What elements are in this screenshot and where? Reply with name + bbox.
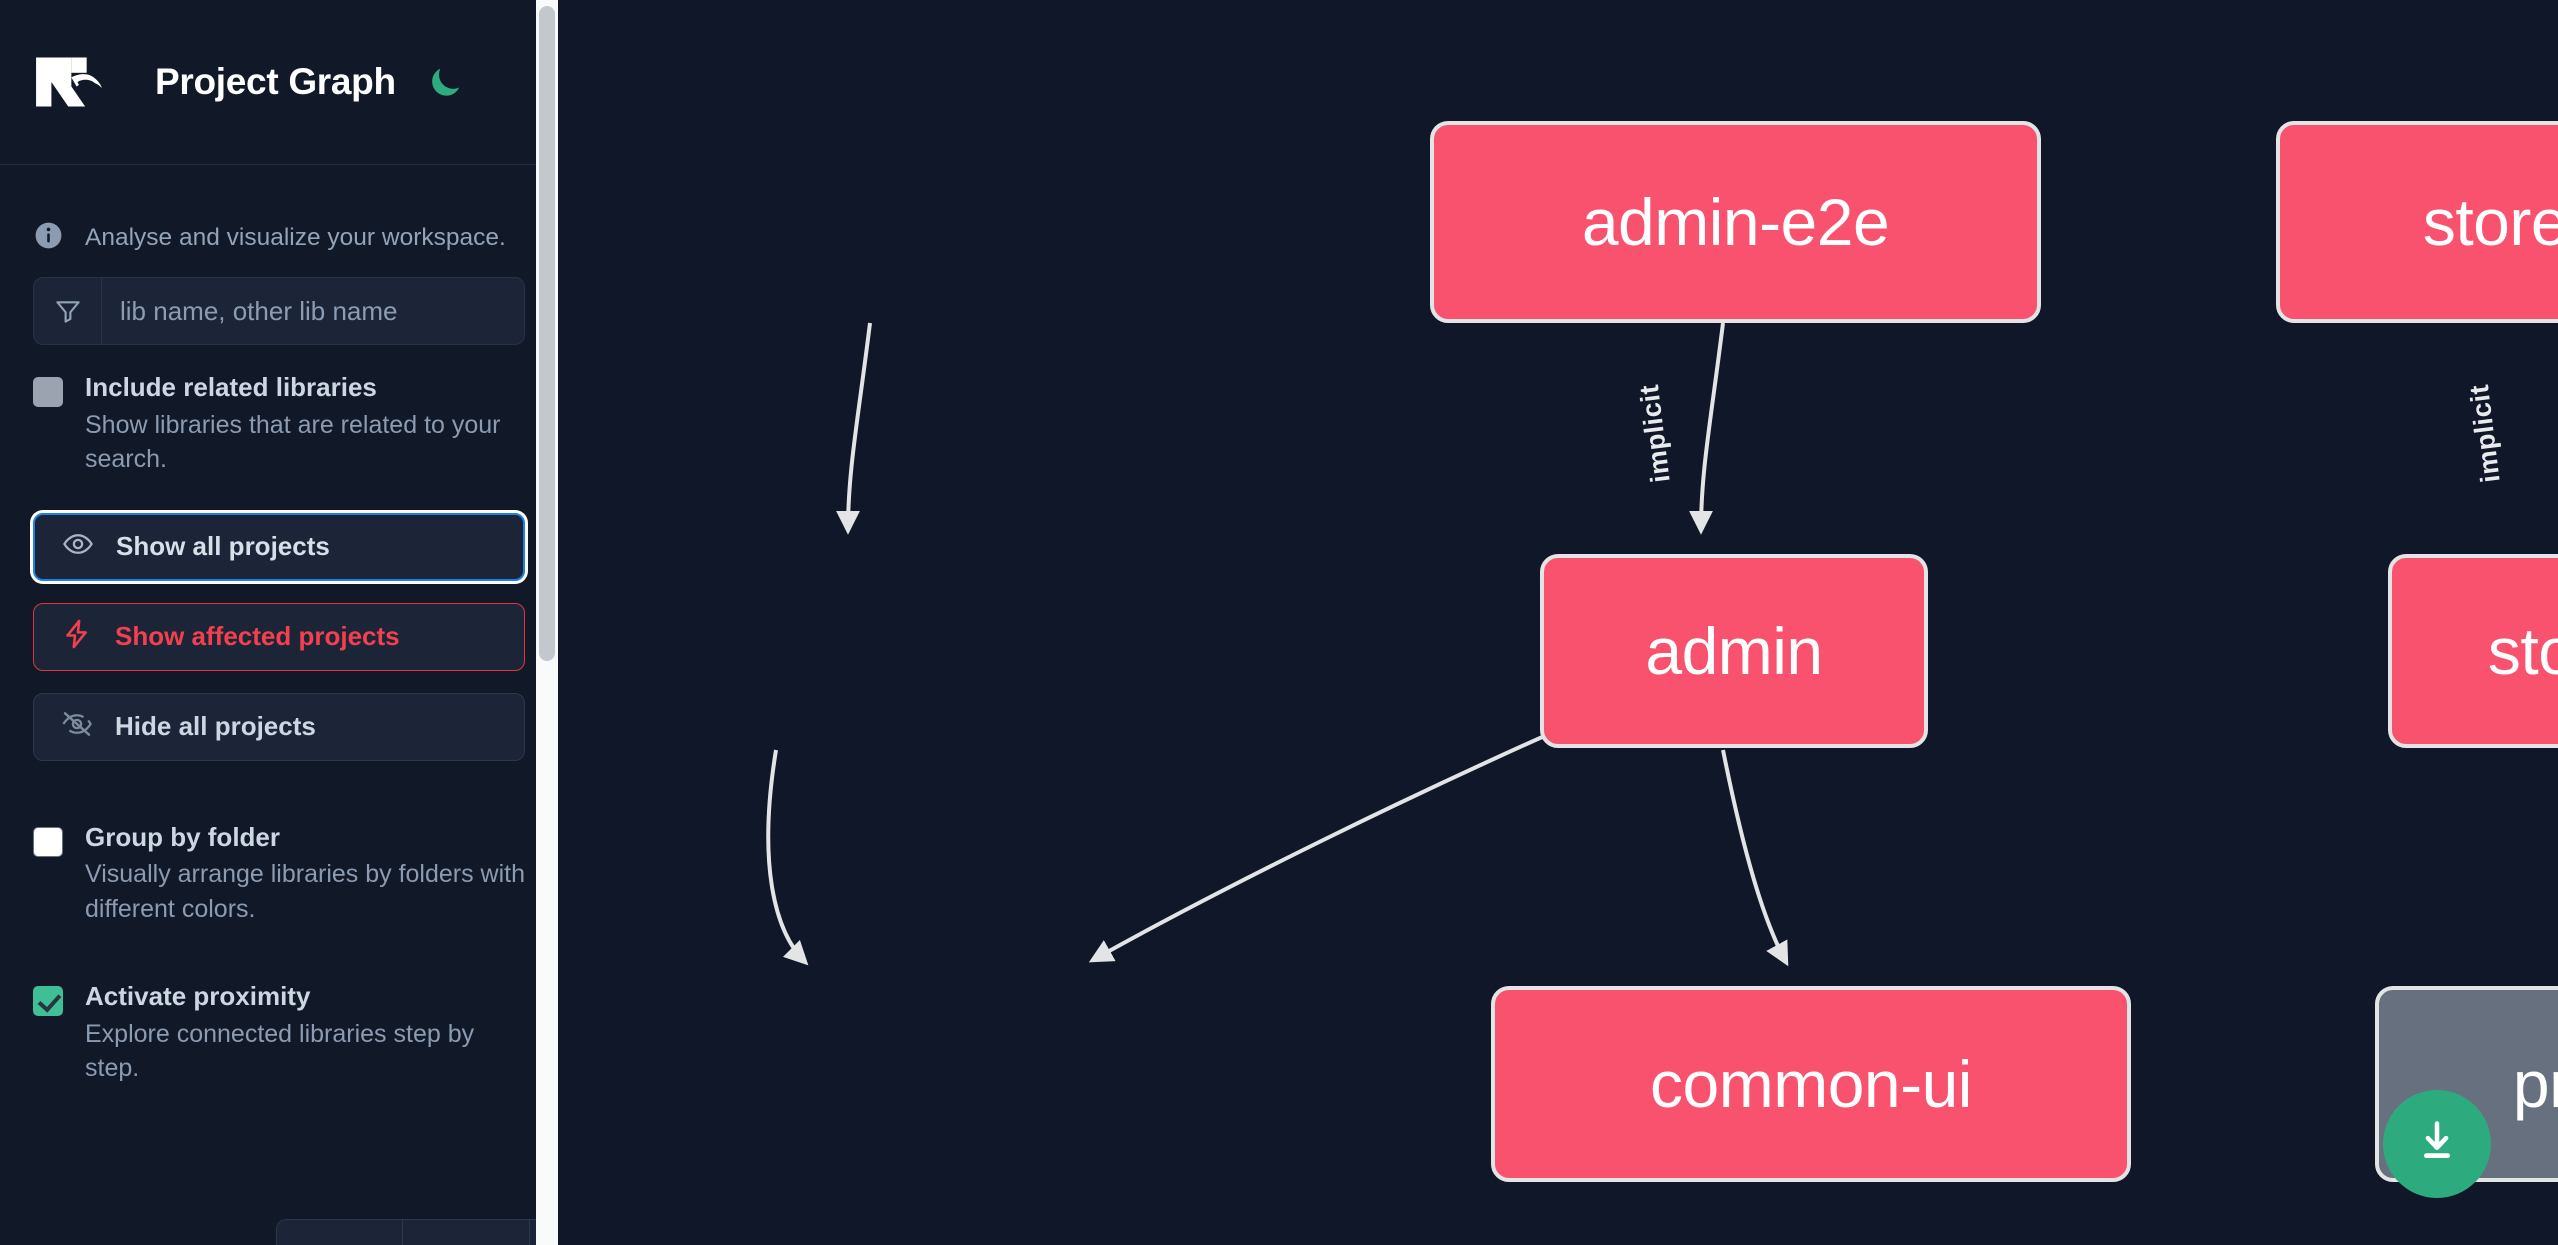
eye-icon — [62, 528, 94, 565]
proximity-decrease-button[interactable] — [277, 1220, 404, 1245]
group-by-folder-row[interactable]: Group by folder Visually arrange librari… — [33, 795, 525, 927]
edge-admin-e2e-admin — [836, 322, 872, 535]
graph-node-label: store — [2487, 614, 2558, 688]
eye-off-icon — [61, 708, 93, 745]
graph-node-store[interactable]: store — [2388, 554, 2558, 748]
include-related-label: Include related libraries — [85, 372, 377, 402]
edge-store-products — [1721, 749, 1789, 967]
group-by-folder-checkbox[interactable] — [33, 826, 63, 857]
graph-node-common-ui[interactable]: common-ui — [1491, 986, 2131, 1182]
group-by-folder-label: Group by folder — [85, 821, 280, 852]
show-all-projects-label: Show all projects — [116, 531, 330, 561]
hide-all-projects-label: Hide all projects — [115, 711, 316, 741]
filter-field[interactable] — [33, 277, 525, 345]
graph-node-label: products — [2512, 1047, 2558, 1121]
graph-node-admin[interactable]: admin — [1540, 554, 1928, 748]
sidebar-scrollbar-thumb[interactable] — [539, 6, 555, 661]
edge-store-e2e-store — [1689, 322, 1725, 535]
bolt-icon — [61, 618, 93, 655]
graph-node-label: store-e2e — [2422, 185, 2558, 259]
search-input[interactable] — [102, 278, 524, 344]
activate-proximity-row[interactable]: Activate proximity Explore connected lib… — [33, 954, 525, 1086]
activate-proximity-label: Activate proximity — [85, 981, 311, 1011]
hide-all-projects-button[interactable]: Hide all projects — [33, 692, 525, 761]
edge-admin-common-ui — [766, 749, 809, 966]
page-title: Project Graph — [155, 61, 396, 102]
graph-node-label: common-ui — [1650, 1047, 1972, 1121]
funnel-icon — [34, 278, 102, 344]
action-button-group: Show all projects Show affected projects — [33, 512, 525, 761]
sidebar-header: Project Graph — [0, 0, 558, 165]
proximity-stepper-group[interactable] — [276, 1219, 558, 1245]
proximity-value — [403, 1220, 530, 1245]
download-icon — [2411, 1116, 2463, 1173]
moon-icon[interactable] — [424, 61, 466, 103]
info-icon — [33, 220, 64, 256]
include-related-libraries-row[interactable]: Include related libraries Show libraries… — [33, 345, 525, 477]
include-related-checkbox[interactable] — [33, 377, 63, 407]
graph-node-admin-e2e[interactable]: admin-e2e — [1430, 121, 2041, 323]
show-affected-projects-button[interactable]: Show affected projects — [33, 602, 525, 671]
graph-node-label: admin-e2e — [1581, 185, 1890, 259]
include-related-description: Show libraries that are related to your … — [85, 410, 501, 474]
download-image-button[interactable] — [2383, 1090, 2491, 1198]
graph-edges — [766, 322, 1789, 967]
sidebar-scrollbar[interactable] — [536, 0, 558, 1245]
nx-logo-icon — [33, 51, 125, 113]
activate-proximity-description: Explore connected libraries step by step… — [85, 1019, 475, 1083]
edge-store-common-ui — [1088, 698, 1627, 963]
activate-proximity-checkbox[interactable] — [33, 986, 63, 1016]
show-all-projects-button[interactable]: Show all projects — [33, 512, 525, 581]
tagline-text: Analyse and visualize your workspace. — [85, 223, 506, 251]
graph-canvas[interactable]: admin-e2e store-e2e admin store common-u… — [558, 0, 2558, 1245]
sidebar-body: Analyse and visualize your workspace. In… — [0, 165, 558, 1086]
group-by-folder-description: Visually arrange libraries by folders wi… — [85, 860, 526, 923]
graph-node-store-e2e[interactable]: store-e2e — [2276, 121, 2558, 323]
show-affected-projects-label: Show affected projects — [115, 621, 400, 651]
graph-node-label: admin — [1645, 614, 1823, 688]
sidebar: Project Graph Analyse and visualize your… — [0, 0, 558, 1245]
tagline: Analyse and visualize your workspace. — [33, 165, 525, 265]
